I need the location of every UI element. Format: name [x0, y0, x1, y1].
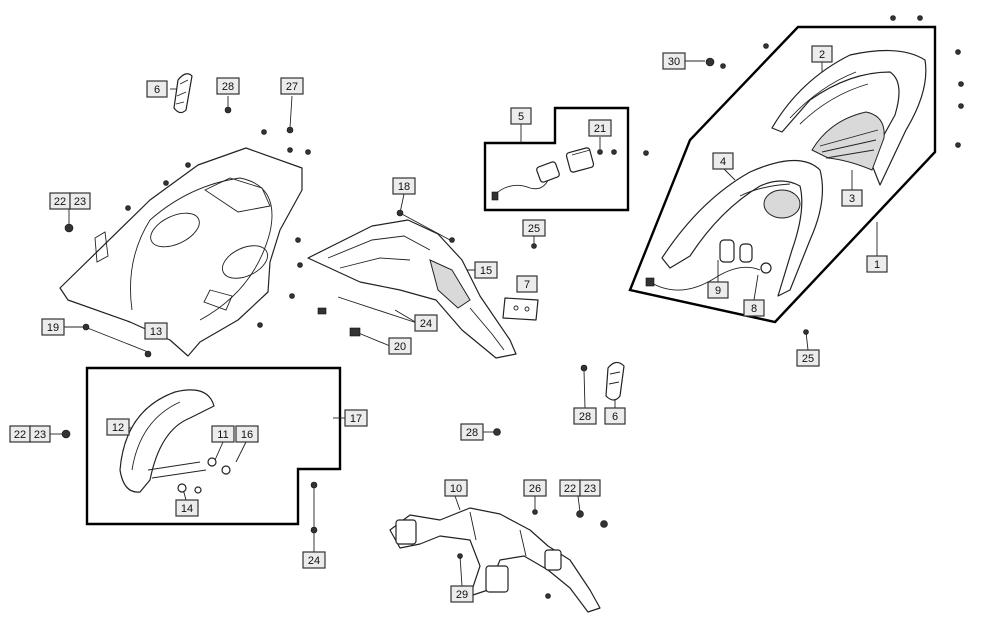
callout-23-left: 23	[69, 192, 91, 210]
svg-text:23: 23	[74, 196, 86, 208]
svg-text:2: 2	[819, 49, 825, 61]
svg-text:21: 21	[594, 123, 606, 135]
svg-text:10: 10	[450, 483, 462, 495]
leader-lines	[48, 60, 878, 587]
callout-28-center: 28	[573, 407, 597, 425]
svg-text:22: 22	[14, 429, 26, 441]
svg-text:25: 25	[528, 223, 540, 235]
svg-text:7: 7	[524, 279, 530, 291]
callout-25-right: 25	[796, 349, 820, 367]
callout-16: 16	[235, 425, 259, 443]
callout-22-bottom-right: 22	[559, 479, 581, 497]
callout-3: 3	[841, 189, 863, 207]
svg-text:12: 12	[112, 422, 124, 434]
callout-1: 1	[866, 255, 888, 273]
callout-17: 17	[344, 409, 368, 427]
rear-mudguard-part	[307, 219, 517, 359]
svg-text:16: 16	[241, 429, 253, 441]
inner-lens-part	[811, 111, 885, 171]
tail-light-assembly-frame	[628, 25, 937, 324]
tail-light-housing-part	[661, 159, 824, 297]
callout-6-center: 6	[604, 407, 626, 425]
callout-23-bottom-right: 23	[579, 479, 601, 497]
svg-text:22: 22	[564, 483, 576, 495]
svg-text:14: 14	[181, 503, 193, 515]
callout-26: 26	[523, 479, 547, 497]
svg-text:9: 9	[715, 285, 721, 297]
side-reflector-part	[605, 361, 625, 401]
svg-text:11: 11	[217, 429, 228, 441]
svg-text:4: 4	[720, 156, 726, 168]
callout-15: 15	[474, 261, 498, 279]
callout-25-center: 25	[522, 219, 546, 237]
svg-text:26: 26	[529, 483, 541, 495]
bulb-wiring-part	[645, 239, 772, 291]
front-fender-part	[119, 389, 215, 493]
callout-28-top: 28	[216, 77, 240, 95]
wiring-harness-frame	[483, 106, 630, 212]
callout-8: 8	[743, 299, 765, 317]
callout-27: 27	[280, 77, 304, 95]
fender-hardware-part	[177, 457, 231, 494]
svg-text:8: 8	[751, 303, 757, 315]
callout-28-bottom: 28	[460, 423, 484, 441]
callout-7: 7	[516, 275, 538, 293]
svg-text:27: 27	[286, 81, 298, 93]
svg-text:18: 18	[398, 181, 410, 193]
svg-text:28: 28	[222, 81, 234, 93]
svg-text:1: 1	[874, 259, 880, 271]
callout-5: 5	[510, 107, 532, 125]
tail-light-lens-part	[771, 49, 927, 186]
callout-22-bottom-left: 22	[9, 425, 31, 443]
callout-12: 12	[106, 418, 130, 436]
svg-text:20: 20	[394, 341, 406, 353]
svg-text:13: 13	[150, 326, 162, 338]
reflector-part	[173, 73, 193, 114]
callout-11: 11	[211, 425, 235, 443]
svg-text:3: 3	[849, 193, 855, 205]
callout-21: 21	[588, 119, 612, 137]
svg-text:22: 22	[54, 196, 66, 208]
svg-text:19: 19	[47, 322, 59, 334]
callout-18: 18	[392, 177, 416, 195]
svg-text:28: 28	[466, 427, 478, 439]
fasteners	[61, 15, 964, 599]
svg-text:17: 17	[350, 413, 362, 425]
callout-14: 14	[175, 499, 199, 517]
callout-4: 4	[712, 152, 734, 170]
svg-text:30: 30	[668, 56, 680, 68]
callout-6-top: 6	[146, 80, 168, 98]
callout-30: 30	[662, 52, 686, 70]
callout-29: 29	[450, 585, 474, 603]
callout-10: 10	[444, 479, 468, 497]
svg-text:29: 29	[456, 589, 468, 601]
svg-text:28: 28	[579, 411, 591, 423]
callout-22-left: 22	[49, 192, 71, 210]
rear-inner-fender-part	[59, 147, 303, 357]
svg-text:23: 23	[34, 429, 46, 441]
callout-13: 13	[144, 322, 168, 340]
svg-text:5: 5	[518, 111, 524, 123]
callout-20: 20	[388, 337, 412, 355]
svg-text:25: 25	[802, 353, 814, 365]
svg-text:24: 24	[420, 318, 432, 330]
callout-9: 9	[707, 281, 729, 299]
svg-text:24: 24	[308, 555, 320, 567]
callout-2: 2	[811, 45, 833, 63]
svg-text:6: 6	[154, 84, 160, 96]
callout-19: 19	[41, 318, 65, 336]
rear-carrier-frame-part	[389, 507, 601, 613]
svg-text:23: 23	[584, 483, 596, 495]
svg-text:6: 6	[612, 411, 618, 423]
callout-24-bottom: 24	[302, 551, 326, 569]
svg-text:15: 15	[480, 265, 492, 277]
license-light-harness-part	[491, 147, 595, 201]
front-fender-frame	[85, 366, 342, 526]
callout-23-bottom-left: 23	[29, 425, 51, 443]
callout-24-center: 24	[414, 314, 438, 332]
license-plate-bracket-part	[502, 297, 539, 321]
